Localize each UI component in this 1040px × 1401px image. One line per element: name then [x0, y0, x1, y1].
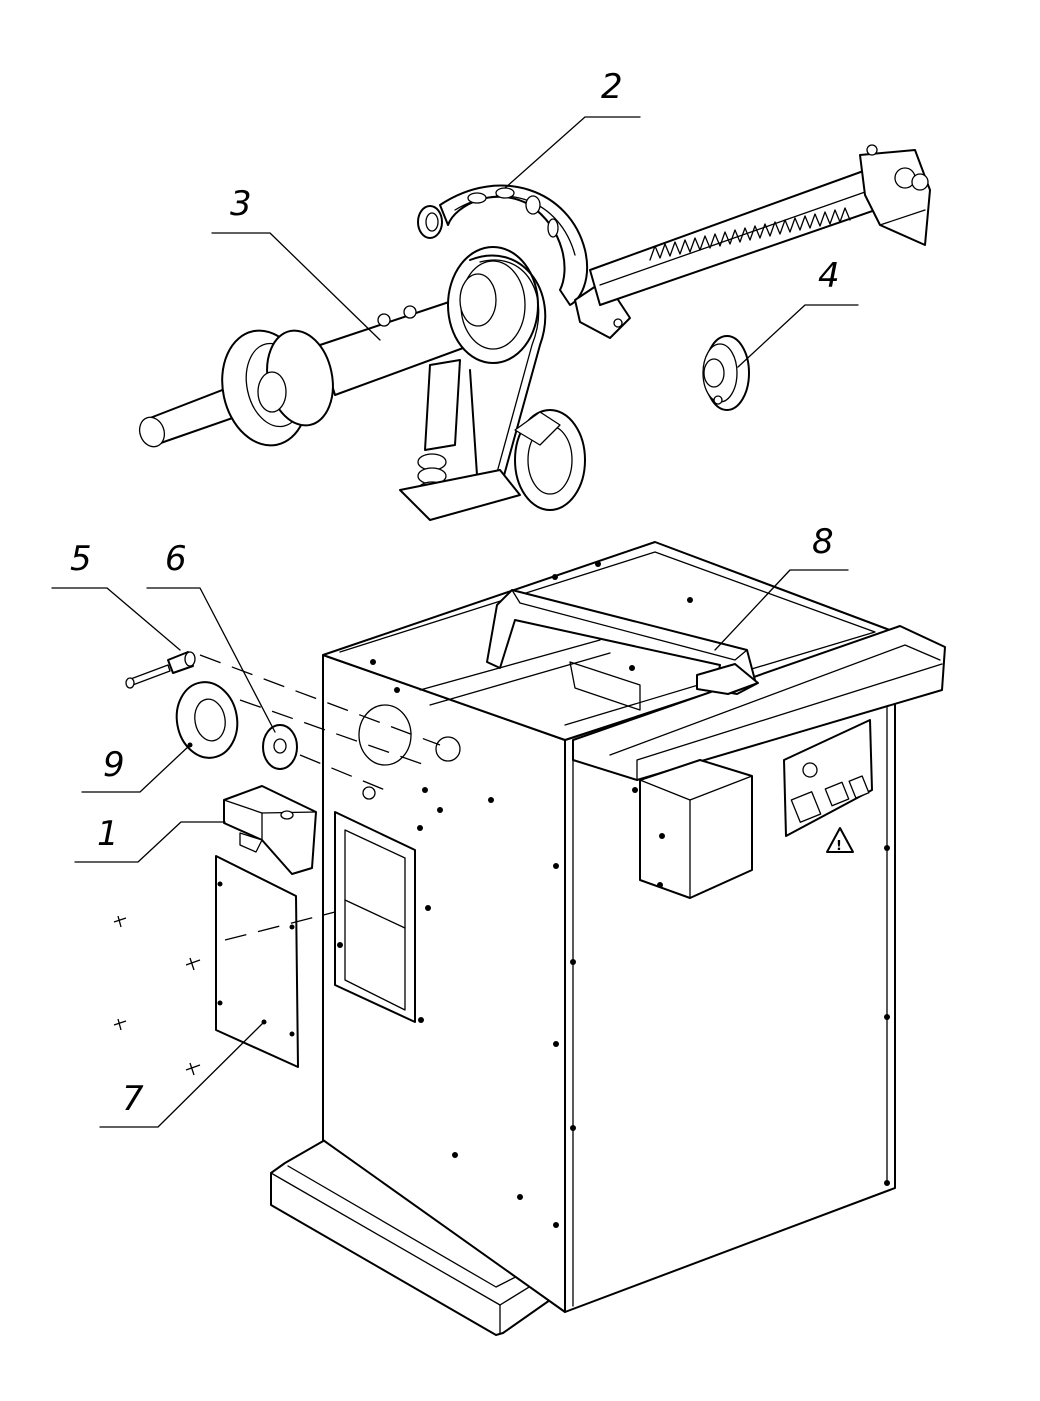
part-4-hub-cap	[702, 335, 750, 411]
leader-lines	[51, 116, 859, 1128]
callout-1: 1	[97, 814, 119, 854]
callout-9: 9	[103, 745, 125, 785]
assembly-centerlines	[199, 654, 441, 941]
panel-rivets	[337, 561, 890, 1228]
svg-text:!: !	[836, 839, 842, 854]
part-1-bracket	[223, 785, 317, 875]
part-6-small-washer	[262, 724, 298, 770]
callout-3: 3	[230, 184, 252, 224]
callout-2: 2	[601, 67, 623, 107]
callout-5: 5	[70, 539, 92, 579]
callout-6: 6	[165, 539, 187, 579]
part-9-washer	[175, 681, 239, 759]
callout-7: 7	[122, 1079, 144, 1119]
callout-8: 8	[812, 522, 834, 562]
main-shaft-assembly	[138, 246, 586, 521]
arm-and-guard-assembly	[417, 144, 931, 339]
part-5-bolt-sleeve	[125, 651, 196, 689]
screws	[113, 915, 201, 1076]
part-7-cover-plate	[113, 855, 299, 1076]
callout-4: 4	[818, 256, 840, 296]
callout-labels: 2 3 4 5 6 8 9 1 7	[70, 67, 840, 1119]
cabinet-frame: !	[270, 541, 946, 1336]
